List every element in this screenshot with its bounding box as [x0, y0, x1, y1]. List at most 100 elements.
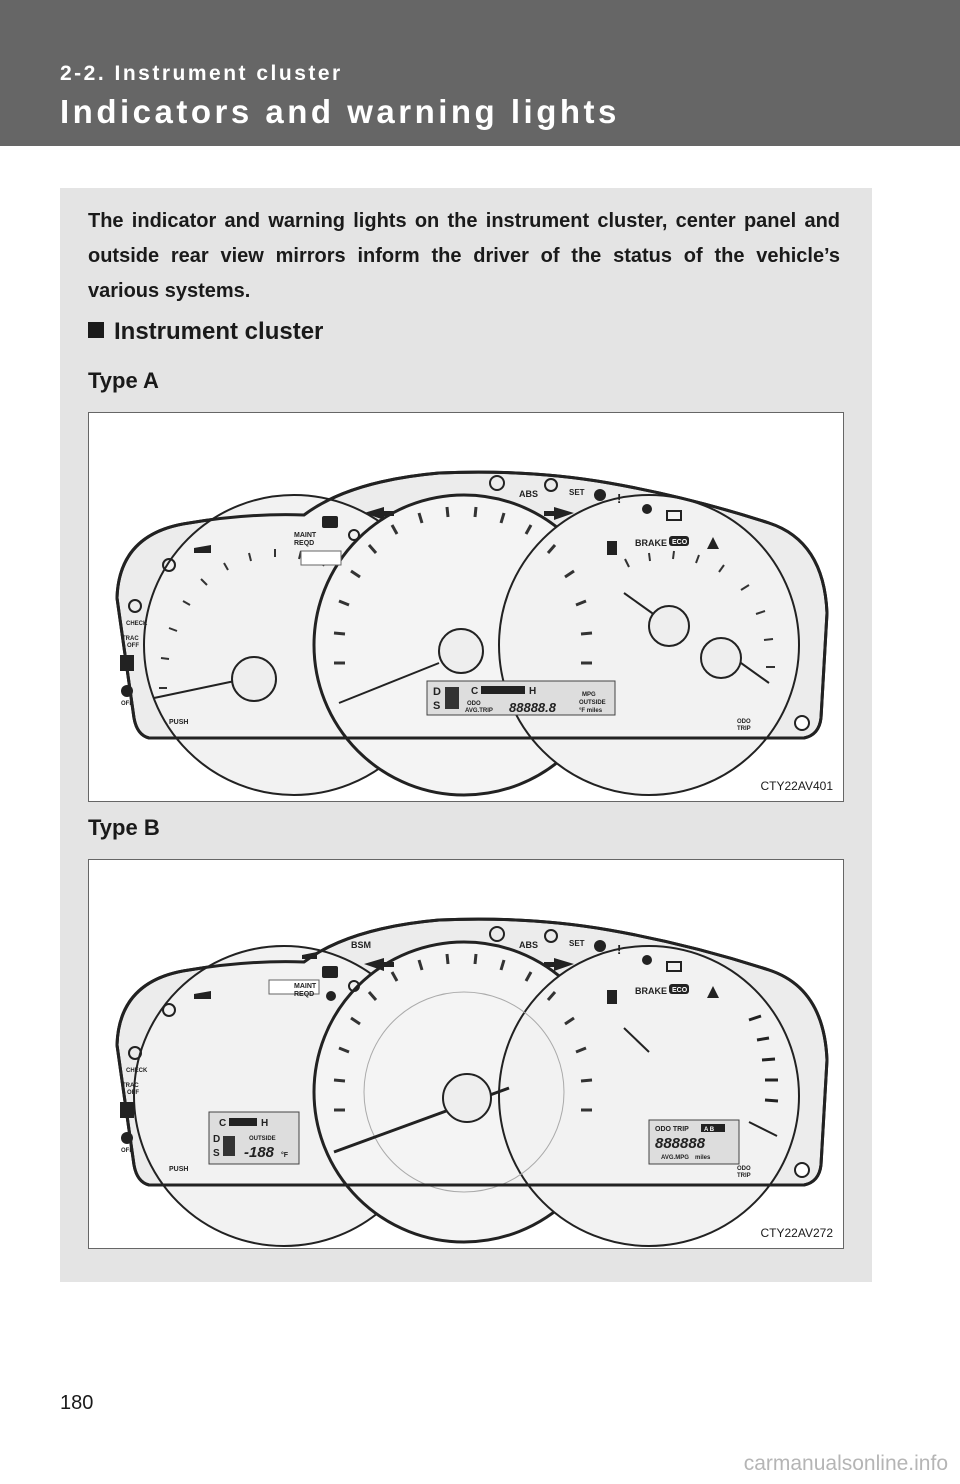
content-panel: The indicator and warning lights on the …: [60, 188, 872, 1282]
fuel-needle: [623, 592, 690, 647]
svg-text:-188: -188: [244, 1144, 275, 1161]
speed-ticks-b: [333, 953, 593, 1112]
odo-trip-knob: [794, 1162, 810, 1178]
fuel-ticks: [624, 550, 775, 668]
headlight-icon: [322, 516, 338, 528]
svg-text:!: !: [617, 942, 621, 957]
fuel-temp-gauge-b: [498, 945, 800, 1247]
type-b-label: Type B: [88, 815, 160, 840]
svg-text:SET: SET: [569, 488, 585, 497]
svg-text:D: D: [433, 686, 441, 698]
svg-text:OFF: OFF: [121, 1148, 133, 1154]
svg-text:H: H: [261, 1118, 268, 1129]
section-label: 2-2. Instrument cluster: [60, 62, 343, 85]
cruise-icon: [544, 929, 558, 943]
fuel-icon: [607, 541, 617, 555]
temp-bars-b: [748, 1014, 779, 1103]
svg-text:!: !: [617, 491, 621, 506]
svg-text:S: S: [433, 700, 440, 712]
svg-text:CHECK: CHECK: [126, 1068, 148, 1074]
turn-right-icon: [544, 507, 574, 520]
svg-text:miles: miles: [695, 1155, 711, 1161]
battery-icon: [666, 961, 682, 972]
svg-text:REQD: REQD: [294, 991, 314, 998]
fuel-temp-gauge: [498, 494, 800, 796]
vsc-off-icon: [121, 1132, 133, 1144]
svg-text:88888.8: 88888.8: [509, 700, 557, 715]
temp-needle: [700, 637, 770, 684]
bullet-square-icon: [88, 322, 104, 338]
redline-zone-b: [268, 979, 320, 995]
speed-needle: [338, 628, 484, 704]
svg-text:ABS: ABS: [519, 940, 538, 950]
svg-text:OUTSIDE: OUTSIDE: [579, 700, 606, 706]
svg-text:C: C: [219, 1118, 226, 1129]
svg-text:ODO: ODO: [737, 1166, 751, 1172]
speed-ticks: [333, 506, 593, 665]
svg-text:MAINT: MAINT: [294, 983, 317, 990]
svg-text:PUSH: PUSH: [169, 1166, 188, 1173]
fuel-needle-b: [623, 1027, 650, 1053]
temp-needle-b: [748, 1121, 778, 1137]
svg-text:ABS: ABS: [519, 489, 538, 499]
svg-text:OFF: OFF: [127, 1090, 139, 1096]
headlight-icon: [322, 966, 338, 978]
subheading-text: Instrument cluster: [114, 318, 324, 345]
svg-text:ECO: ECO: [672, 987, 688, 994]
eco-badge: [669, 984, 689, 994]
page-number: 180: [60, 1392, 94, 1414]
svg-text:MAINT: MAINT: [294, 532, 317, 539]
lcd-display-b-left: C H DS OUTSIDE -188 °F: [208, 1111, 300, 1165]
svg-text:A B: A B: [704, 1127, 715, 1133]
svg-text:S: S: [213, 1148, 220, 1159]
eco-badge: [669, 536, 689, 546]
turn-right-icon: [544, 958, 574, 971]
svg-text:ODO TRIP: ODO TRIP: [655, 1126, 689, 1133]
oil-pressure-icon: [194, 991, 211, 999]
svg-text:REQD: REQD: [294, 540, 314, 547]
svg-text:MPG: MPG: [582, 692, 596, 698]
subheading: Instrument cluster: [88, 318, 323, 346]
seatbelt-icon: [707, 986, 719, 998]
slip-icon: [120, 1102, 134, 1118]
svg-text:SET: SET: [569, 939, 585, 948]
svg-text:888888: 888888: [655, 1135, 706, 1152]
svg-text:AVG.MPG: AVG.MPG: [661, 1155, 689, 1161]
svg-text:°F miles: °F miles: [579, 708, 603, 714]
odo-trip-knob: [794, 715, 810, 731]
svg-text:BRAKE: BRAKE: [635, 986, 667, 996]
light-indicator-icon: [348, 529, 360, 541]
turn-left-icon: [364, 958, 394, 971]
speed-needle-b: [333, 1073, 510, 1154]
turn-left-icon: [364, 507, 394, 520]
svg-text:OFF: OFF: [121, 701, 133, 707]
bsm-icon: [302, 952, 317, 959]
svg-text:OUTSIDE: OUTSIDE: [249, 1136, 276, 1142]
oil-pressure-icon: [194, 545, 211, 553]
figure-code-b: CTY22AV272: [760, 1226, 834, 1240]
cruise-icon: [544, 478, 558, 492]
washer-icon: [162, 558, 176, 572]
svg-text:H: H: [529, 686, 536, 697]
battery-icon: [666, 510, 682, 521]
svg-text:PUSH: PUSH: [169, 719, 188, 726]
redline-zone: [300, 550, 342, 566]
page-title: Indicators and warning lights: [60, 93, 620, 130]
slip-icon: [120, 655, 134, 671]
vsc-icon: [594, 489, 606, 501]
light-indicator-icon: [348, 980, 360, 992]
svg-text:BRAKE: BRAKE: [635, 538, 667, 548]
svg-text:D: D: [213, 1134, 220, 1145]
tire-pressure-icon: [489, 475, 505, 491]
figure-code-a: CTY22AV401: [760, 779, 834, 793]
airbag-icon: [642, 504, 652, 514]
svg-text:ECO: ECO: [672, 539, 688, 546]
washer-icon: [162, 1003, 176, 1017]
svg-text:TRAC: TRAC: [122, 636, 139, 642]
svg-text:BSM: BSM: [351, 940, 371, 950]
